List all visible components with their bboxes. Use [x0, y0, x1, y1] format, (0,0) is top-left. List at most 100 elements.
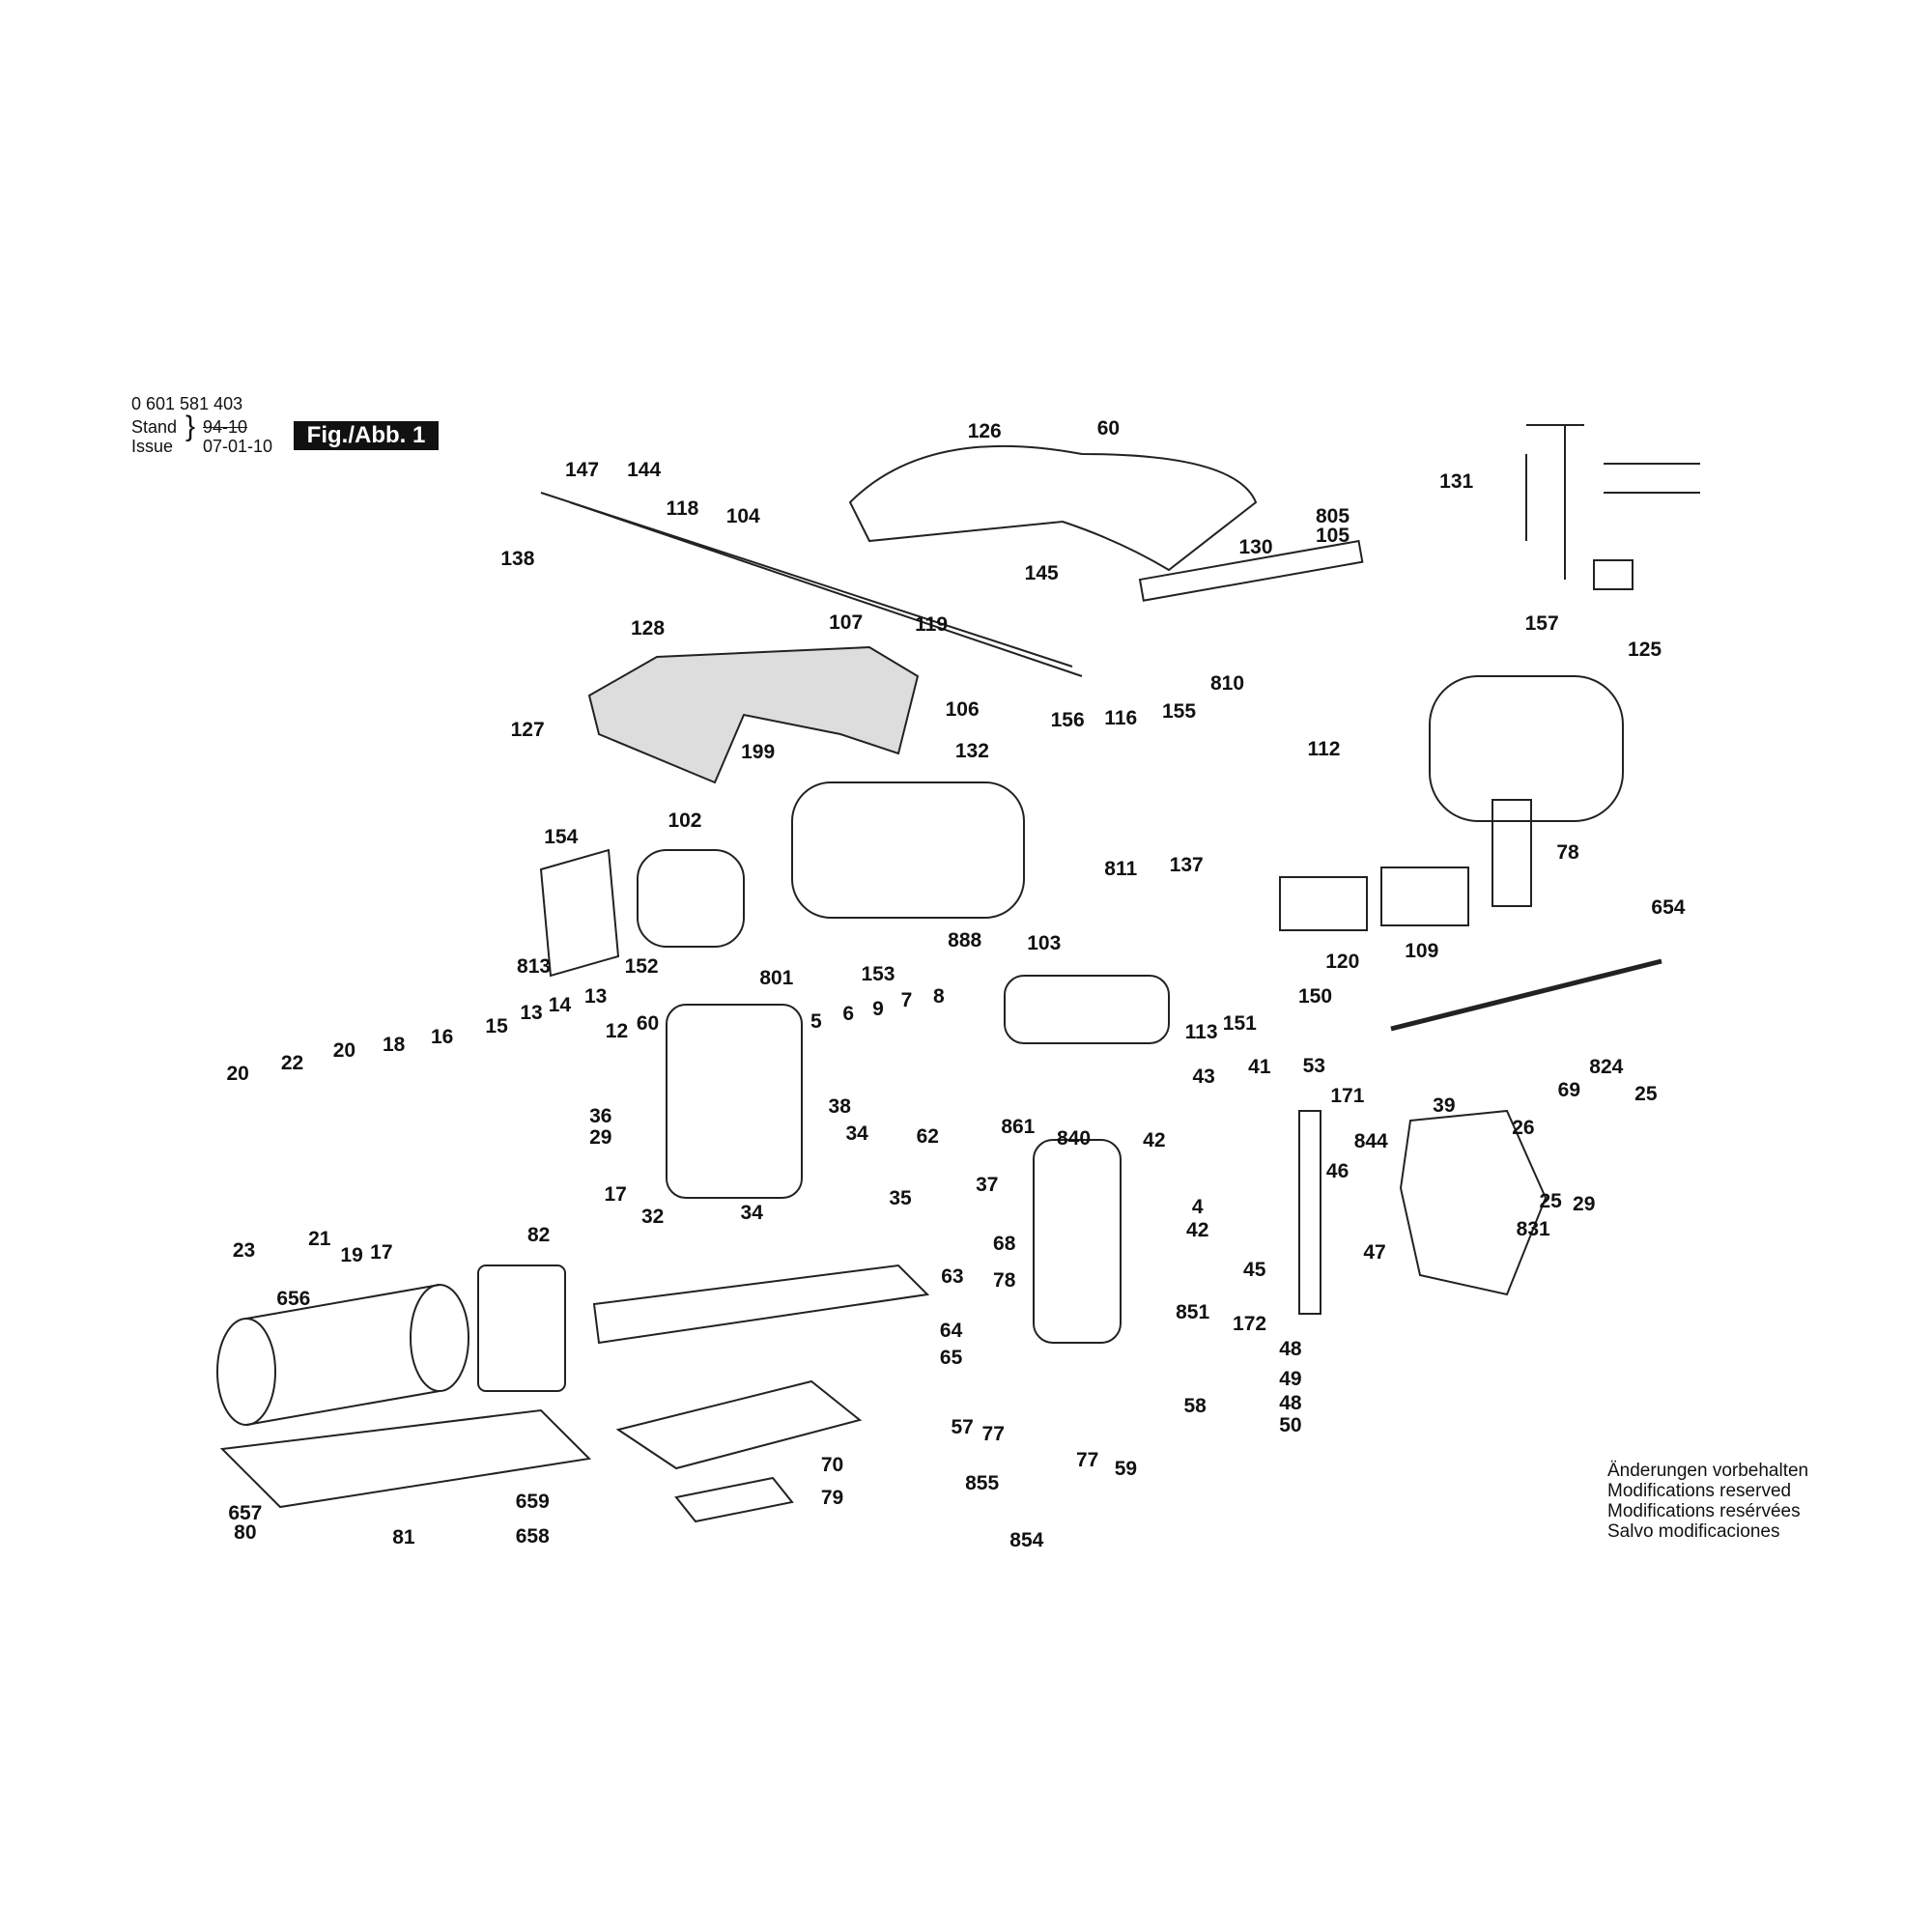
issue-label: Issue	[131, 437, 174, 456]
part-callout-41: 41	[1248, 1056, 1271, 1079]
part-callout-45: 45	[1243, 1259, 1266, 1282]
part-callout-35: 35	[889, 1187, 912, 1210]
part-callout-127: 127	[510, 719, 545, 742]
part-callout-116: 116	[1104, 706, 1138, 729]
part-callout-813: 813	[517, 955, 552, 979]
part-callout-107: 107	[829, 611, 864, 634]
part-callout-60: 60	[1096, 416, 1121, 440]
base-63	[592, 1264, 930, 1345]
part-callout-69: 69	[1557, 1079, 1581, 1102]
plunger-844	[1298, 1110, 1321, 1315]
part-callout-810: 810	[1209, 671, 1245, 695]
part-callout-151: 151	[1222, 1012, 1257, 1036]
part-callout-112: 112	[1307, 737, 1341, 760]
part-callout-657: 657	[228, 1501, 263, 1524]
label-109	[1380, 867, 1469, 926]
part-callout-68: 68	[993, 1233, 1016, 1256]
lifting-rod-840	[1033, 1139, 1122, 1344]
part-callout-22: 22	[280, 1052, 304, 1075]
part-callout-50: 50	[1279, 1413, 1302, 1436]
part-callout-861: 861	[1001, 1115, 1036, 1138]
part-callout-36: 36	[589, 1105, 612, 1128]
label-78	[1492, 799, 1532, 907]
brace-icon: }	[185, 411, 196, 442]
power-cord-105	[1138, 539, 1364, 602]
part-callout-81: 81	[392, 1526, 415, 1549]
part-callout-118: 118	[666, 497, 699, 520]
part-callout-77: 77	[1075, 1448, 1099, 1471]
part-callout-199: 199	[741, 741, 776, 764]
part-callout-46: 46	[1325, 1159, 1350, 1182]
part-callout-851: 851	[1176, 1300, 1210, 1323]
part-callout-855: 855	[965, 1471, 1000, 1494]
part-callout-6: 6	[842, 1003, 855, 1025]
part-callout-23: 23	[232, 1238, 256, 1262]
part-callout-131: 131	[1439, 469, 1474, 493]
part-callout-82: 82	[527, 1224, 551, 1247]
part-callout-9: 9	[872, 997, 884, 1020]
part-callout-4: 4	[1191, 1196, 1204, 1218]
part-callout-171: 171	[1330, 1084, 1365, 1107]
part-callout-21: 21	[308, 1228, 331, 1251]
part-callout-102: 102	[668, 810, 702, 832]
part-callout-26: 26	[1512, 1116, 1535, 1139]
part-callout-14: 14	[548, 994, 572, 1017]
part-callout-78: 78	[993, 1268, 1016, 1292]
part-callout-42: 42	[1143, 1128, 1166, 1151]
part-callout-17: 17	[370, 1241, 393, 1264]
gear-housing-801	[666, 1004, 803, 1199]
part-callout-120: 120	[1325, 951, 1360, 974]
housing-127	[587, 645, 920, 784]
part-callout-840: 840	[1057, 1127, 1092, 1151]
part-callout-5: 5	[810, 1009, 822, 1033]
part-callout-805: 805	[1315, 504, 1350, 527]
part-callout-659: 659	[515, 1491, 550, 1514]
part-callout-658: 658	[515, 1525, 550, 1548]
part-callout-48: 48	[1279, 1338, 1302, 1361]
figure-badge: Fig./Abb. 1	[294, 421, 439, 450]
note-en: Modifications reserved	[1607, 1481, 1792, 1501]
part-callout-888: 888	[948, 929, 982, 952]
cylinder-656-body	[245, 1284, 440, 1426]
part-callout-145: 145	[1024, 561, 1059, 584]
part-callout-126: 126	[967, 420, 1002, 443]
part-callout-77: 77	[981, 1422, 1005, 1445]
part-callout-147: 147	[565, 459, 600, 482]
part-callout-654: 654	[1651, 895, 1686, 919]
note-fr: Modifications resérvées	[1607, 1501, 1801, 1521]
stand-label: Stand	[131, 417, 178, 437]
part-callout-42: 42	[1186, 1219, 1209, 1242]
cylinder-656-end	[410, 1284, 469, 1392]
guard-70	[615, 1379, 863, 1470]
part-callout-103: 103	[1027, 931, 1062, 954]
label-120	[1279, 876, 1368, 931]
part-callout-60: 60	[636, 1012, 660, 1036]
part-callout-109: 109	[1405, 939, 1439, 962]
modification-notes: Änderungen vorbehalten Modifications res…	[1607, 1461, 1808, 1542]
part-callout-13: 13	[520, 1001, 543, 1024]
part-callout-53: 53	[1302, 1054, 1325, 1077]
part-callout-34: 34	[740, 1202, 763, 1225]
motor-housing	[791, 781, 1025, 919]
motor-cover-157	[1429, 675, 1624, 822]
fan-154	[539, 848, 620, 978]
screwdriver-654	[1390, 958, 1662, 1032]
part-callout-844: 844	[1353, 1130, 1388, 1153]
part-callout-79: 79	[820, 1487, 844, 1510]
part-callout-132: 132	[954, 740, 989, 763]
part-callout-47: 47	[1363, 1241, 1386, 1264]
cylinder-656	[216, 1318, 276, 1426]
part-callout-16: 16	[431, 1026, 454, 1049]
part-callout-78: 78	[1556, 841, 1579, 865]
part-callout-152: 152	[624, 955, 659, 979]
part-callout-65: 65	[939, 1347, 963, 1370]
part-callout-8: 8	[932, 985, 945, 1009]
part-callout-34: 34	[845, 1122, 868, 1146]
part-callout-801: 801	[759, 966, 794, 989]
part-callout-824: 824	[1589, 1056, 1624, 1079]
part-callout-43: 43	[1192, 1065, 1215, 1089]
part-callout-29: 29	[1573, 1193, 1596, 1216]
part-callout-17: 17	[604, 1183, 627, 1207]
part-callout-154: 154	[544, 825, 579, 848]
